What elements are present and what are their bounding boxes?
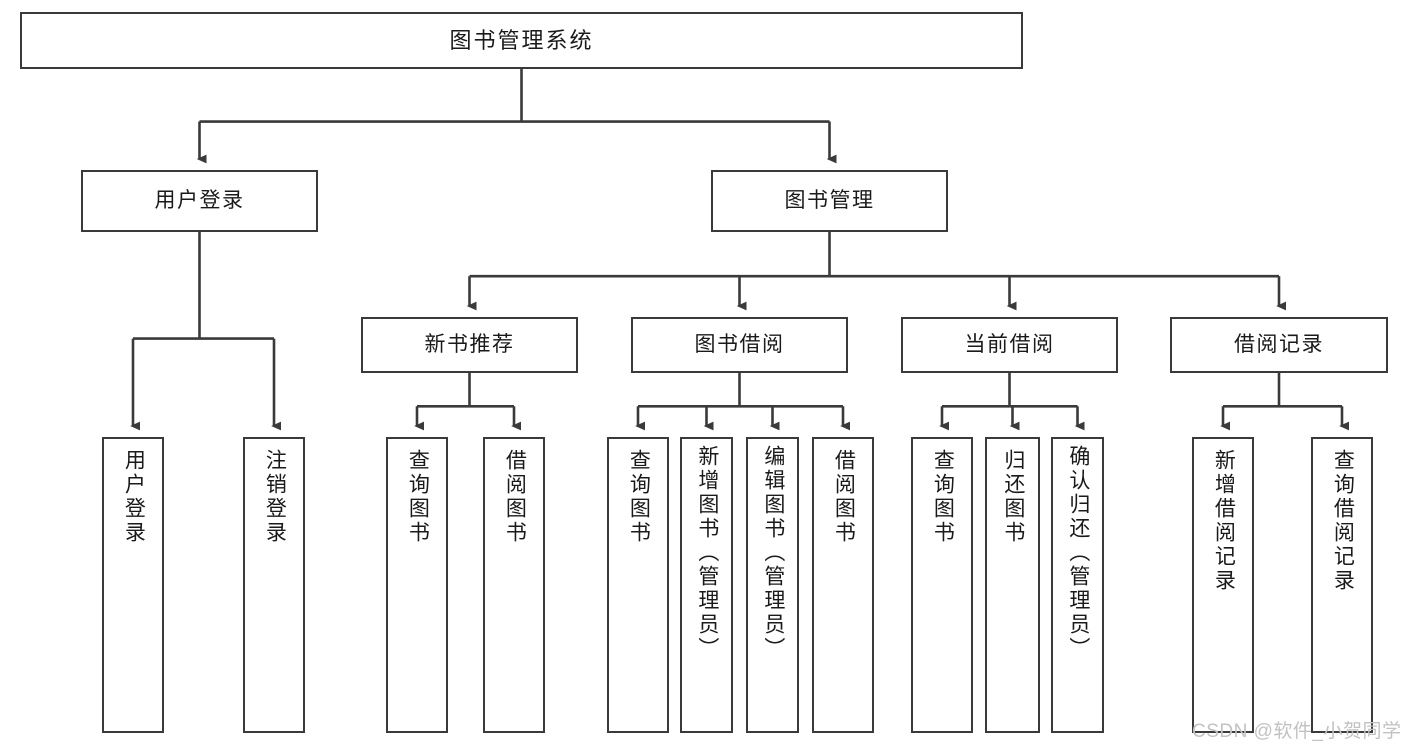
node-book-manage[interactable]: 图书管理 bbox=[711, 170, 948, 232]
node-book-manage-label: 图书管理 bbox=[784, 188, 875, 212]
node-borrow-record[interactable]: 借阅记录 bbox=[1170, 317, 1388, 373]
node-leaf-confirm-return-admin-label: 确认归还（管理员） bbox=[1066, 445, 1090, 661]
node-leaf-confirm-return-admin[interactable]: 确认归还（管理员） bbox=[1051, 437, 1104, 733]
node-leaf-return-book[interactable]: 归还图书 bbox=[985, 437, 1040, 733]
node-borrow-record-label: 借阅记录 bbox=[1234, 332, 1324, 356]
node-leaf-add-borrow-record-label: 新增借阅记录 bbox=[1212, 449, 1236, 593]
node-user-login-label: 用户登录 bbox=[154, 188, 245, 212]
node-user-login[interactable]: 用户登录 bbox=[81, 170, 318, 232]
node-root[interactable]: 图书管理系统 bbox=[20, 12, 1023, 69]
node-leaf-edit-book-admin-label: 编辑图书（管理员） bbox=[761, 445, 785, 661]
node-leaf-query-book-1[interactable]: 查询图书 bbox=[386, 437, 448, 733]
node-book-borrow[interactable]: 图书借阅 bbox=[631, 317, 848, 373]
node-leaf-return-book-label: 归还图书 bbox=[1001, 449, 1025, 545]
node-current-borrow-label: 当前借阅 bbox=[964, 332, 1055, 356]
node-new-book-recommend-label: 新书推荐 bbox=[424, 332, 515, 356]
node-leaf-borrow-book-2-label: 借阅图书 bbox=[832, 449, 856, 545]
node-leaf-add-book-admin-label: 新增图书（管理员） bbox=[695, 445, 719, 661]
node-new-book-recommend[interactable]: 新书推荐 bbox=[361, 317, 578, 373]
csdn-watermark: CSDN @软件_小贺同学 bbox=[1192, 721, 1402, 742]
node-leaf-logout-login[interactable]: 注销登录 bbox=[243, 437, 305, 733]
node-leaf-user-login[interactable]: 用户登录 bbox=[102, 437, 164, 733]
node-leaf-query-book-1-label: 查询图书 bbox=[406, 449, 430, 545]
node-leaf-borrow-book-2[interactable]: 借阅图书 bbox=[812, 437, 874, 733]
node-leaf-query-borrow-record-label: 查询借阅记录 bbox=[1331, 449, 1355, 593]
node-leaf-edit-book-admin[interactable]: 编辑图书（管理员） bbox=[746, 437, 799, 733]
node-root-label: 图书管理系统 bbox=[449, 27, 594, 53]
node-current-borrow[interactable]: 当前借阅 bbox=[901, 317, 1118, 373]
node-leaf-query-book-2[interactable]: 查询图书 bbox=[607, 437, 669, 733]
node-leaf-borrow-book-1[interactable]: 借阅图书 bbox=[483, 437, 545, 733]
node-leaf-query-borrow-record[interactable]: 查询借阅记录 bbox=[1311, 437, 1373, 733]
node-leaf-query-book-3[interactable]: 查询图书 bbox=[911, 437, 973, 733]
node-leaf-logout-login-label: 注销登录 bbox=[263, 449, 287, 545]
node-leaf-borrow-book-1-label: 借阅图书 bbox=[503, 449, 527, 545]
node-leaf-add-book-admin[interactable]: 新增图书（管理员） bbox=[680, 437, 733, 733]
node-leaf-user-login-label: 用户登录 bbox=[122, 449, 146, 545]
node-leaf-add-borrow-record[interactable]: 新增借阅记录 bbox=[1192, 437, 1254, 733]
node-leaf-query-book-2-label: 查询图书 bbox=[627, 449, 651, 545]
node-book-borrow-label: 图书借阅 bbox=[694, 332, 785, 356]
node-leaf-query-book-3-label: 查询图书 bbox=[931, 449, 955, 545]
